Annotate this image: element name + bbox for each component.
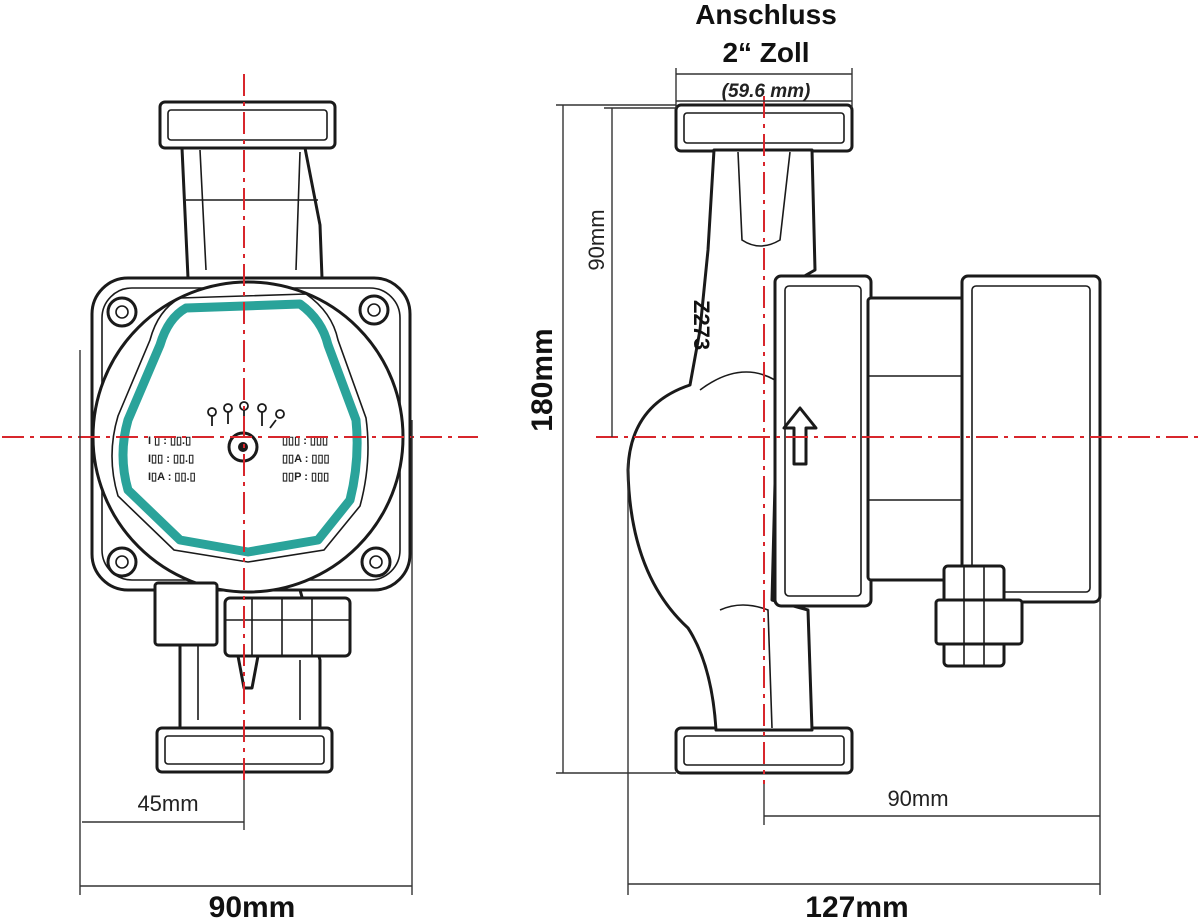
connection-title: Anschluss bbox=[695, 0, 837, 30]
corner-screws bbox=[106, 294, 392, 578]
settings-left-column: I ▯ : ▯▯.▯ I▯▯ : ▯▯.▯ I▯A : ▯▯.▯ bbox=[148, 435, 196, 483]
side-view: Z273 bbox=[626, 103, 1102, 775]
svg-text:▯▯A : ▯▯▯: ▯▯A : ▯▯▯ bbox=[282, 453, 330, 465]
centerlines bbox=[2, 74, 1198, 784]
svg-text:▯▯P : ▯▯▯: ▯▯P : ▯▯▯ bbox=[282, 471, 329, 483]
screw-icon bbox=[106, 296, 138, 328]
dimension-lines bbox=[79, 68, 1101, 895]
screw-icon bbox=[360, 546, 392, 578]
side-motor-middle bbox=[866, 296, 970, 582]
height-half-label: 90mm bbox=[584, 209, 609, 270]
front-width-label: 90mm bbox=[209, 891, 296, 921]
side-pump-casing bbox=[626, 148, 817, 732]
control-panel-accent bbox=[118, 299, 362, 557]
side-motor-front bbox=[773, 274, 873, 608]
screw-icon bbox=[106, 546, 138, 578]
pump-model-label: Z273 bbox=[689, 300, 714, 350]
dimension-labels: Anschluss 2“ Zoll (59.6 mm) 90mm 45mm 12… bbox=[137, 0, 948, 921]
side-depth-label: 127mm bbox=[805, 891, 908, 921]
svg-text:I▯▯ : ▯▯.▯: I▯▯ : ▯▯.▯ bbox=[148, 453, 194, 465]
front-electrical-connector bbox=[153, 581, 352, 690]
front-half-width-label: 45mm bbox=[137, 791, 198, 816]
connection-size: 2“ Zoll bbox=[722, 37, 809, 68]
connection-mm: (59.6 mm) bbox=[722, 81, 811, 102]
side-motor-rear bbox=[960, 274, 1102, 604]
side-motor-depth-label: 90mm bbox=[887, 786, 948, 811]
svg-text:I▯A : ▯▯.▯: I▯A : ▯▯.▯ bbox=[148, 471, 196, 483]
settings-right-column: ▯▯▯ : ▯▯▯ ▯▯A : ▯▯▯ ▯▯P : ▯▯▯ bbox=[282, 435, 330, 483]
screw-icon bbox=[358, 294, 390, 326]
front-top-flange bbox=[158, 100, 337, 150]
height-total-label: 180mm bbox=[526, 328, 559, 431]
side-electrical-connector bbox=[934, 564, 1024, 668]
front-upper-neck bbox=[180, 146, 324, 280]
